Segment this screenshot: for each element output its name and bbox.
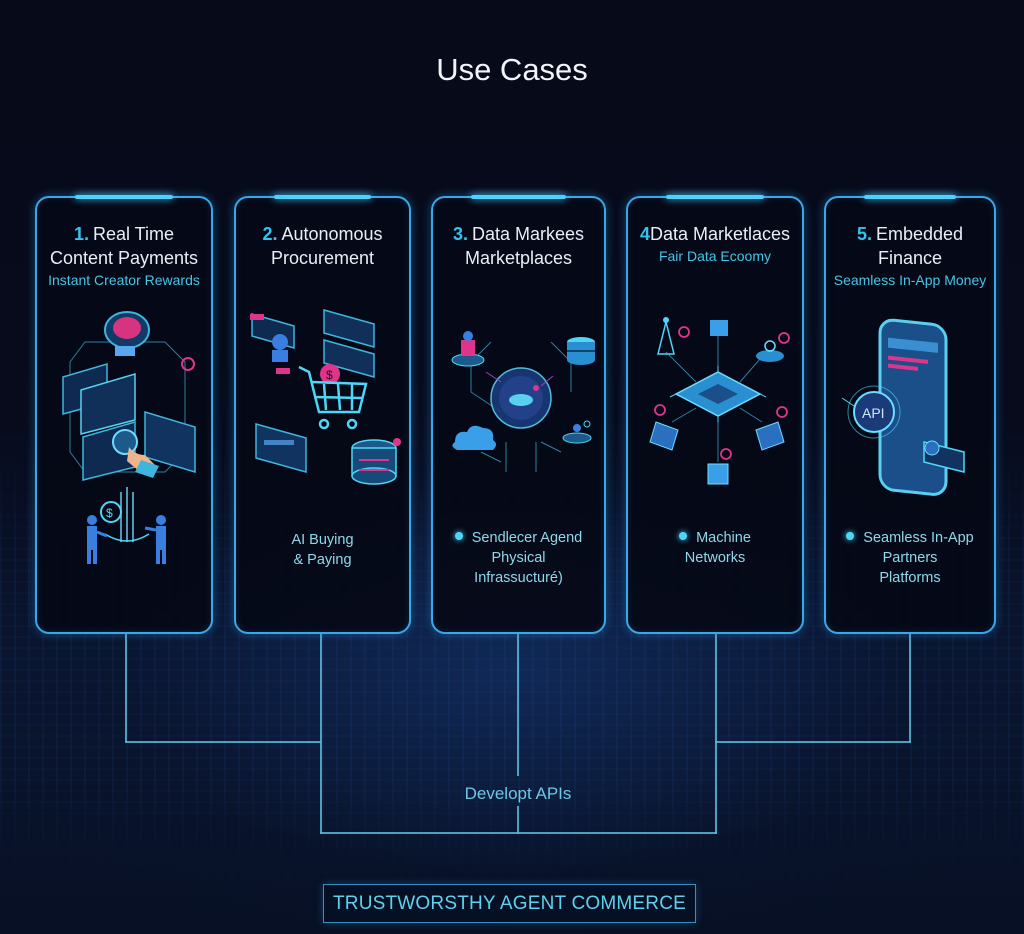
bullet-icon xyxy=(846,532,855,540)
phone-api-icon: API xyxy=(841,318,965,496)
developer-apis-label: Developt APIs xyxy=(464,784,572,803)
svg-text:$: $ xyxy=(326,368,333,382)
brain-dashboard-icon: $ xyxy=(62,311,196,564)
trustworthy-agent-commerce-banner: TRUSTWORSTHY AGENT COMMERCE xyxy=(323,884,696,923)
bullet-icon xyxy=(679,532,688,540)
use-case-card-5[interactable]: 5.Embedded Finance Seamless In-App Money… xyxy=(824,195,996,634)
connector-line xyxy=(517,634,519,776)
svg-text:API: API xyxy=(862,405,885,421)
card-title-line2: Content Payments xyxy=(49,248,199,268)
connector-line xyxy=(517,806,519,834)
card-title-line2: Procurement xyxy=(270,248,375,268)
page-title: Use Cases xyxy=(436,52,588,87)
connector-line xyxy=(125,741,321,743)
card-subtitle: Instant Creator Rewards xyxy=(48,272,200,288)
use-case-card-4[interactable]: 4Data Marketlaces Fair Data Ecoomy Machi… xyxy=(626,195,804,634)
svg-text:$: $ xyxy=(106,506,113,520)
card-subtitle: Seamless In-App Money xyxy=(833,272,987,288)
use-case-card-2[interactable]: 2.Autonomous Procurement $ AI Buying & P… xyxy=(234,195,411,634)
connector-line xyxy=(320,634,322,834)
card-title: 4Data Marketlaces xyxy=(639,224,791,244)
card-footer: Seamless In-App Partners Platforms xyxy=(826,528,994,588)
bullet-icon xyxy=(454,532,463,540)
connector-line xyxy=(715,634,717,834)
card-subtitle: Fair Data Ecoomy xyxy=(658,248,772,264)
card-footer: AI Buying & Paying xyxy=(291,532,354,568)
shopping-cart-icon: $ xyxy=(250,309,401,485)
connector-line xyxy=(715,741,911,743)
card-title: 5.Embedded xyxy=(856,224,964,244)
use-case-card-1[interactable]: 1.Real Time Content Payments Instant Cre… xyxy=(35,195,213,634)
use-case-card-3[interactable]: 3.Data Markees Marketplaces Sendlecer Ag… xyxy=(431,195,606,634)
card-title-line2: Marketplaces xyxy=(464,248,573,268)
card-title: 2.Autonomous xyxy=(262,224,383,244)
card-title-line2: Finance xyxy=(877,248,943,268)
connector-line xyxy=(909,634,911,742)
chip-machine-network-icon xyxy=(649,317,790,485)
card-title: 3.Data Markees xyxy=(452,224,585,244)
card-title: 1.Real Time xyxy=(73,224,175,244)
card-footer: Sendlecer Agend Physical Infrassucturé) xyxy=(433,528,604,588)
connector-line xyxy=(125,634,127,742)
data-globe-hub-icon xyxy=(451,331,595,472)
card-footer: Machine Networks xyxy=(628,528,802,568)
